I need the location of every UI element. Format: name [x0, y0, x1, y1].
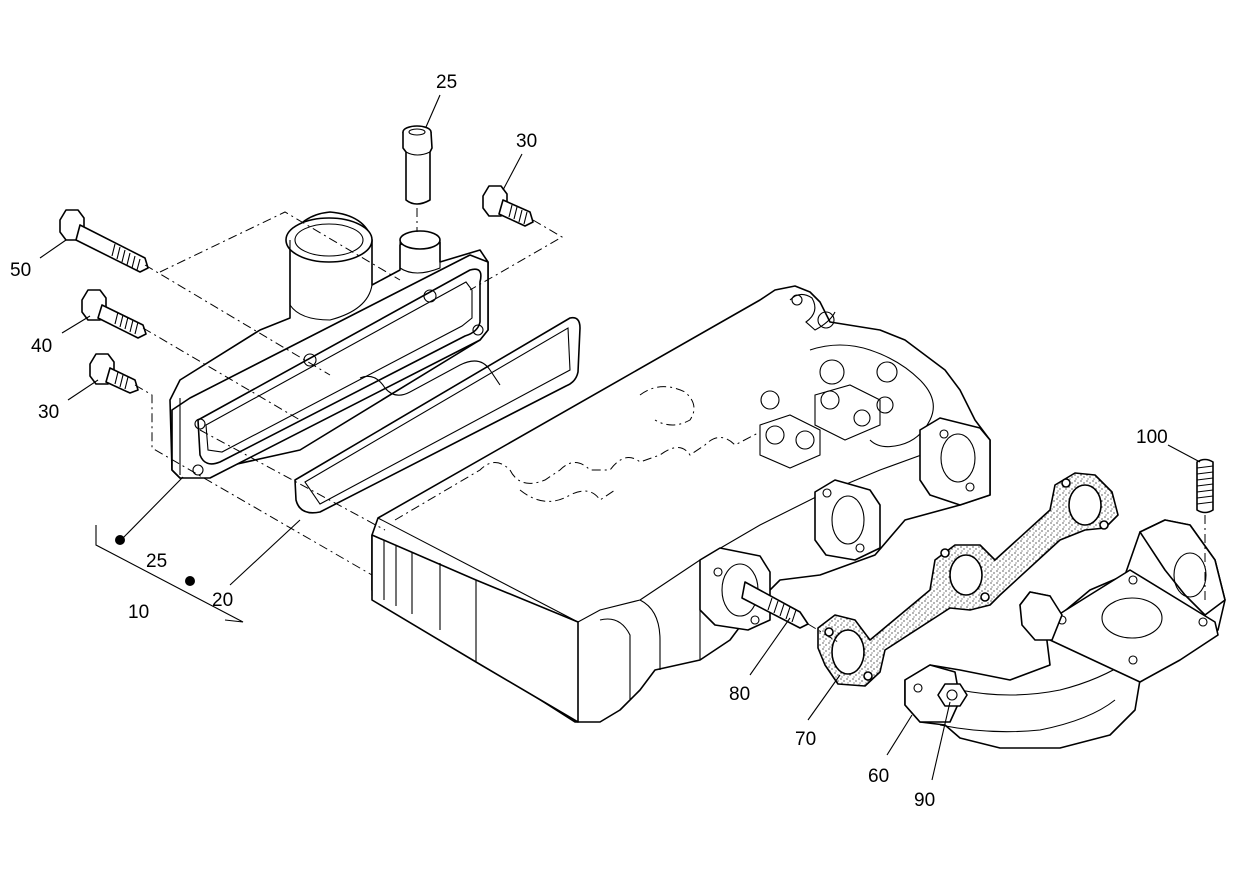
callout-60: 60: [868, 766, 889, 787]
callout-10: 10: [128, 602, 149, 623]
callout-30-top: 30: [516, 131, 537, 152]
exhaust-gasket-70: [817, 472, 1119, 687]
callout-20: 20: [212, 590, 233, 611]
alignment-lines: [134, 208, 1206, 643]
bolt-50: [59, 209, 149, 273]
cylinder-head: [371, 285, 991, 723]
kit-marker-dot: [185, 576, 195, 586]
housing-gasket: [294, 316, 581, 514]
callout-80: 80: [729, 684, 750, 705]
leader-lines: [39, 94, 1201, 781]
callout-40: 40: [31, 336, 52, 357]
exhaust-manifold-60: [904, 519, 1226, 749]
callout-25-kit: 25: [146, 551, 167, 572]
stud-100: [1196, 458, 1214, 514]
bolt-30-top: [482, 185, 534, 227]
callout-50: 50: [10, 260, 31, 281]
stud-80: [741, 581, 809, 629]
sleeve-25: [402, 125, 433, 205]
kit-marker-dot: [115, 535, 125, 545]
callout-70: 70: [795, 729, 816, 750]
callout-100: 100: [1136, 427, 1168, 448]
bolt-40: [81, 289, 147, 339]
callout-30-left: 30: [38, 402, 59, 423]
callout-90: 90: [914, 790, 935, 811]
bolt-30-left: [89, 353, 139, 394]
nut-90: [937, 683, 968, 707]
callout-25-top: 25: [436, 72, 457, 93]
